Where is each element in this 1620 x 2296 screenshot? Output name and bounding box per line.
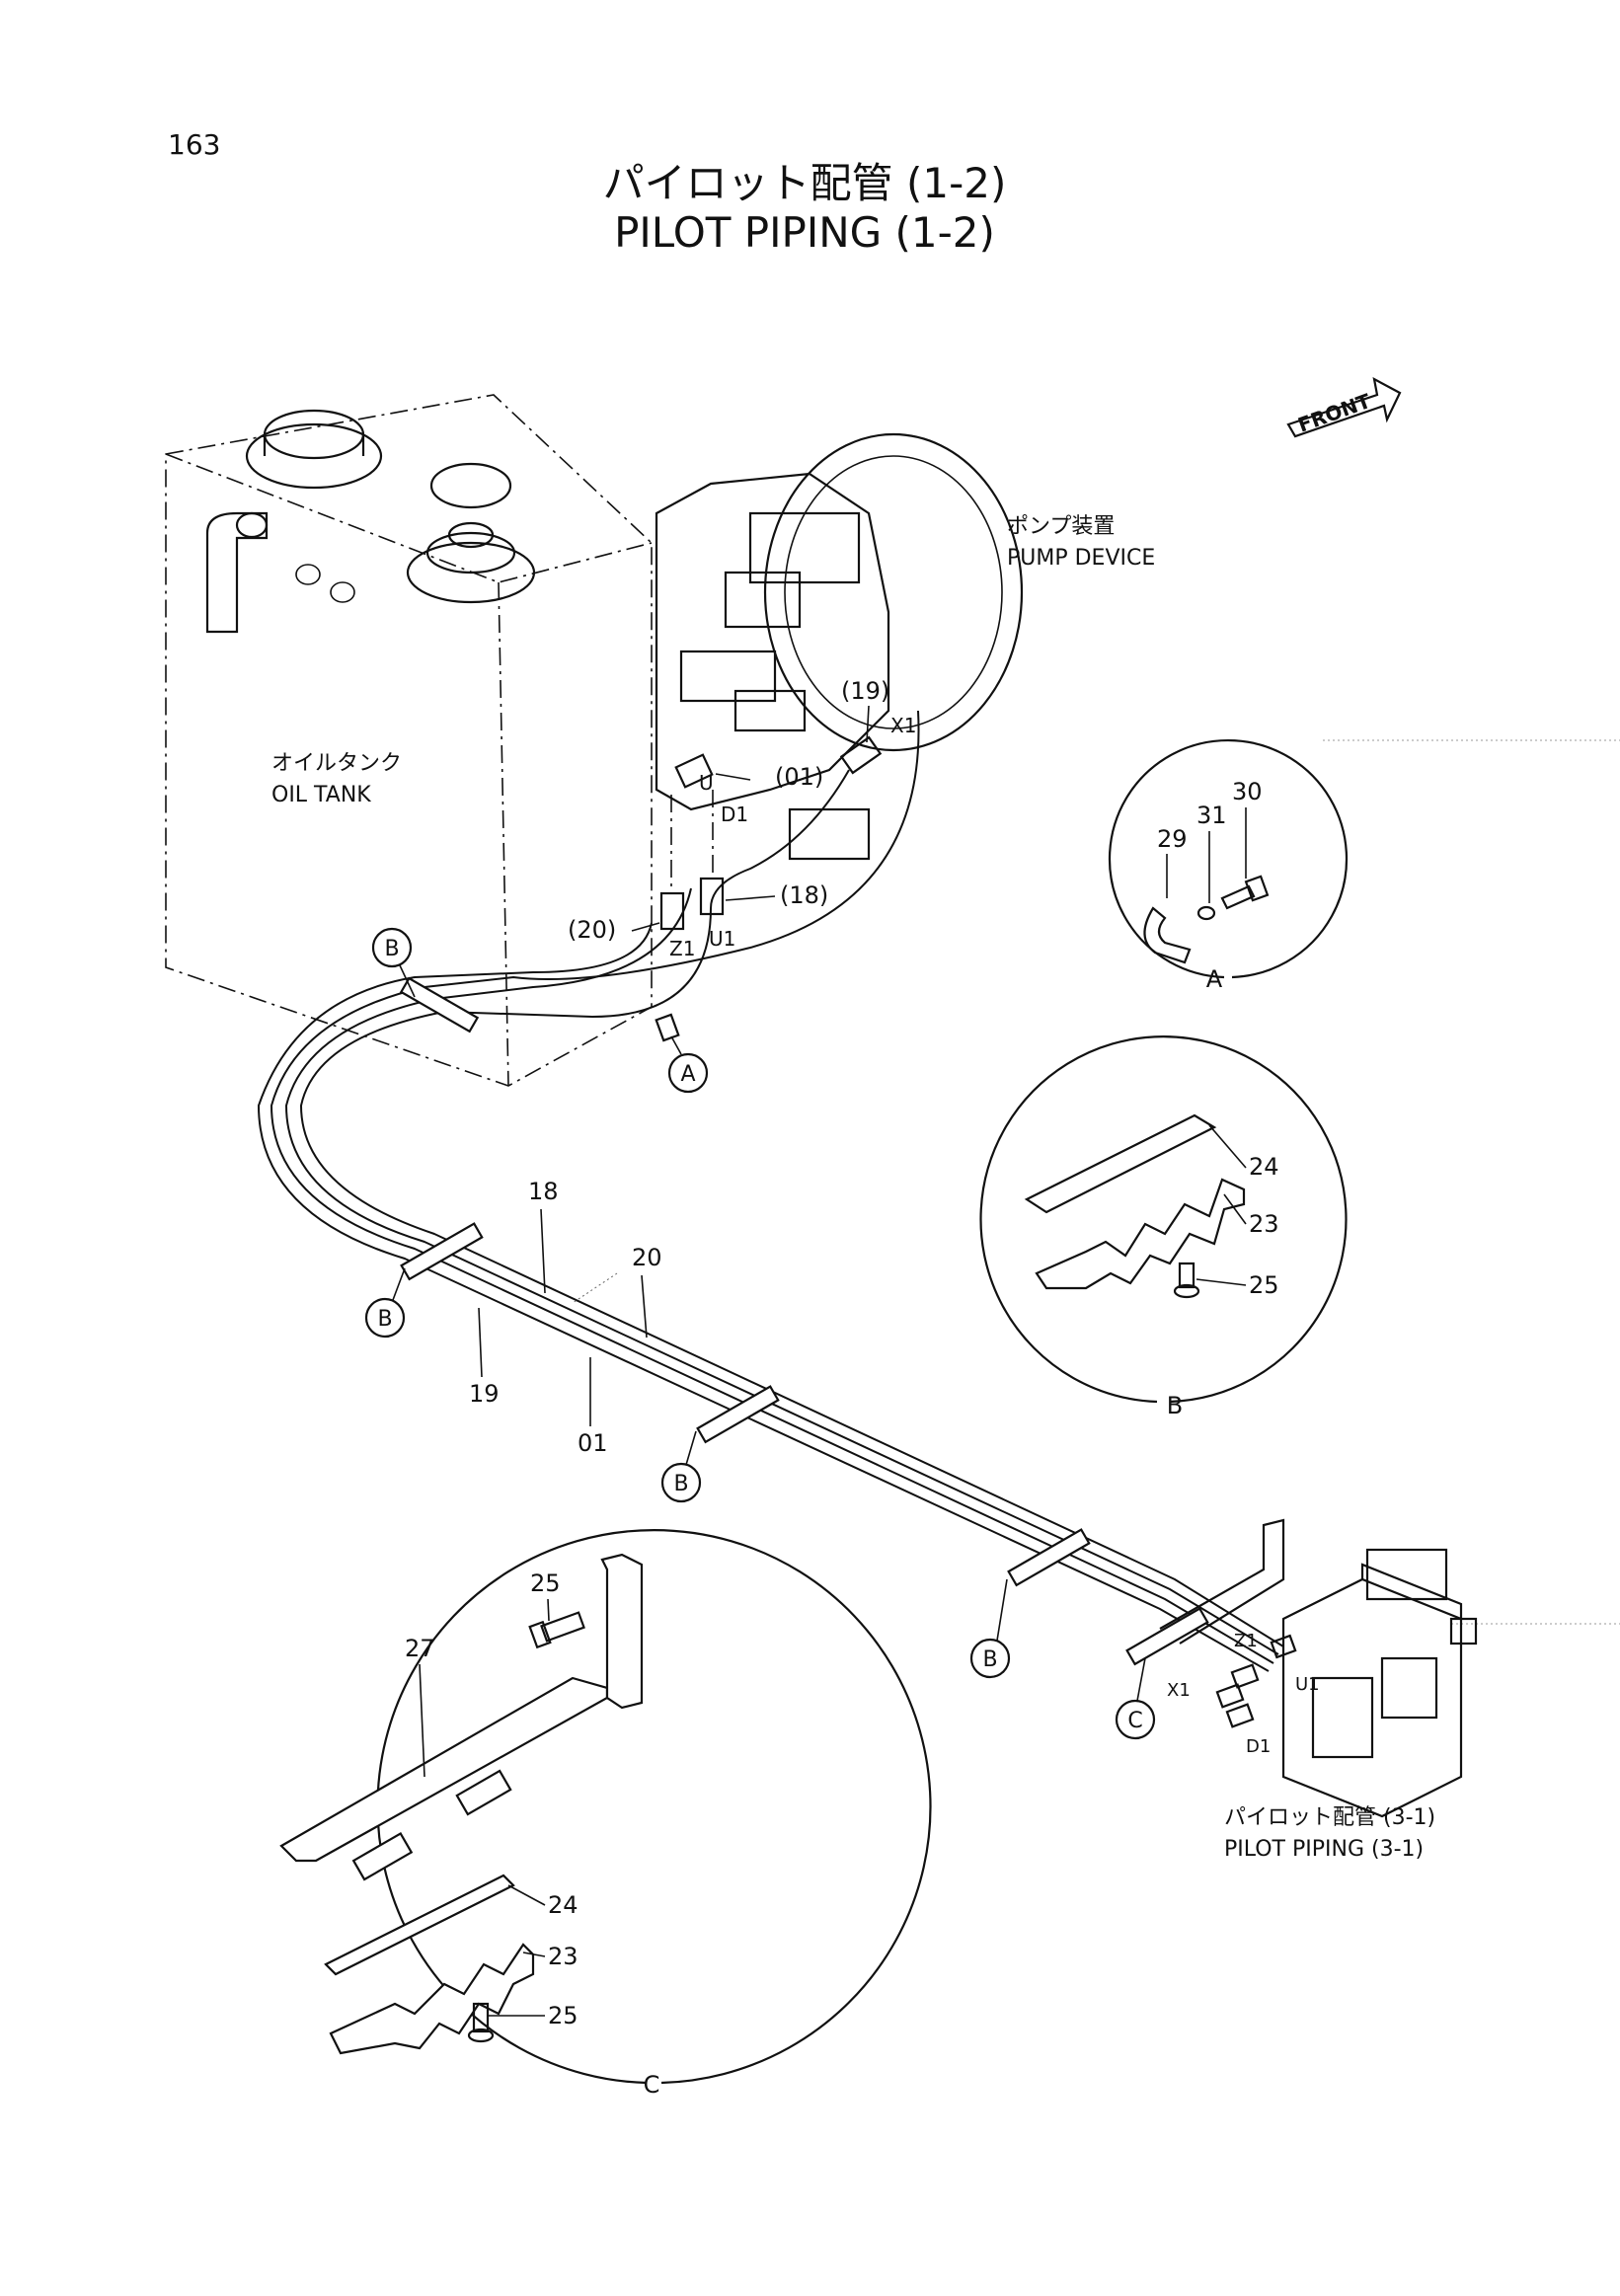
detail-c-part-24: 24 (548, 1891, 579, 1919)
svg-text:B: B (377, 1307, 392, 1332)
hose-label-20: 20 (632, 1244, 662, 1271)
page-number: 163 (168, 128, 220, 161)
port-u1-mid: U1 (709, 927, 735, 951)
pump-device-label-jp: ポンプ装置 (1007, 514, 1115, 539)
port-d1-top: D1 (721, 803, 748, 826)
svg-text:B: B (673, 1472, 688, 1496)
detail-c-part-23: 23 (548, 1943, 579, 1970)
port-z1-mid: Z1 (669, 937, 695, 960)
detail-c: 25 27 24 23 25 C (279, 1529, 932, 2099)
clamp-a-small (655, 1013, 680, 1042)
detail-a-letter: A (1206, 965, 1223, 993)
ref-circle-b-1: B (371, 927, 416, 998)
detail-a-part-31: 31 (1196, 802, 1227, 829)
detail-a: 29 31 30 A (1108, 738, 1349, 993)
hose-label-19: 19 (469, 1380, 500, 1408)
detail-c-letter: C (644, 2071, 660, 2099)
pump-device (655, 432, 1024, 861)
detail-c-part-25-top: 25 (530, 1569, 561, 1597)
detail-c-part-25-bottom: 25 (548, 2002, 579, 2029)
clamp-b-1 (399, 976, 480, 1033)
hose-label-18: 18 (528, 1178, 559, 1205)
svg-text:C: C (1127, 1709, 1142, 1733)
ref-circle-c: C (1115, 1657, 1156, 1740)
port-u-top: U (699, 771, 714, 795)
detail-b-part-25: 25 (1249, 1271, 1279, 1299)
ref-circle-b-4: B (969, 1578, 1011, 1679)
svg-text:B: B (384, 937, 399, 961)
pump-device-label-en: PUMP DEVICE (1007, 546, 1155, 571)
piping-ref-label-jp: パイロット配管 (3-1) (1224, 1805, 1435, 1830)
port-z1-right: Z1 (1234, 1631, 1258, 1651)
ref-circle-b-3: B (660, 1430, 702, 1503)
piping-ref-label-en: PILOT PIPING (3-1) (1224, 1837, 1424, 1862)
ref-circle-b-2: B (364, 1267, 406, 1339)
detail-b-letter: B (1167, 1392, 1183, 1419)
front-arrow-icon: FRONT (1286, 376, 1402, 438)
title-japanese: パイロット配管 (1-2) (603, 159, 1007, 207)
callout-18-paren: (18) (780, 881, 828, 909)
svg-text:A: A (680, 1062, 695, 1087)
clamp-b-4 (1007, 1528, 1091, 1587)
clamp-b-3 (696, 1385, 780, 1444)
port-u1-right: U1 (1295, 1674, 1320, 1695)
detail-c-part-27: 27 (405, 1635, 435, 1662)
port-d1-right: D1 (1246, 1736, 1271, 1757)
detail-a-part-30: 30 (1232, 778, 1263, 805)
title-english: PILOT PIPING (1-2) (614, 208, 995, 257)
clamp-b-2 (400, 1222, 484, 1281)
pilot-valve-block (1215, 1548, 1478, 1818)
ref-circle-a: A (667, 1035, 709, 1094)
oil-tank-label-en: OIL TANK (271, 783, 371, 807)
svg-text:B: B (982, 1647, 997, 1672)
detail-b-part-24: 24 (1249, 1153, 1279, 1181)
detail-b: 24 23 25 B (979, 1035, 1348, 1419)
port-x1-right: X1 (1167, 1680, 1191, 1701)
callout-20-paren: (20) (568, 916, 616, 944)
oil-tank-label-jp: オイルタンク (271, 751, 402, 776)
clamp-c (1125, 1518, 1285, 1666)
front-label: FRONT (1295, 389, 1374, 437)
hose-bundle (257, 710, 1284, 1672)
detail-b-part-23: 23 (1249, 1210, 1279, 1238)
callout-01-paren: (01) (775, 763, 823, 791)
detail-a-part-29: 29 (1157, 825, 1188, 853)
callout-19-paren: (19) (841, 677, 889, 705)
hose-label-01: 01 (578, 1429, 608, 1457)
port-x1-top: X1 (890, 714, 916, 737)
